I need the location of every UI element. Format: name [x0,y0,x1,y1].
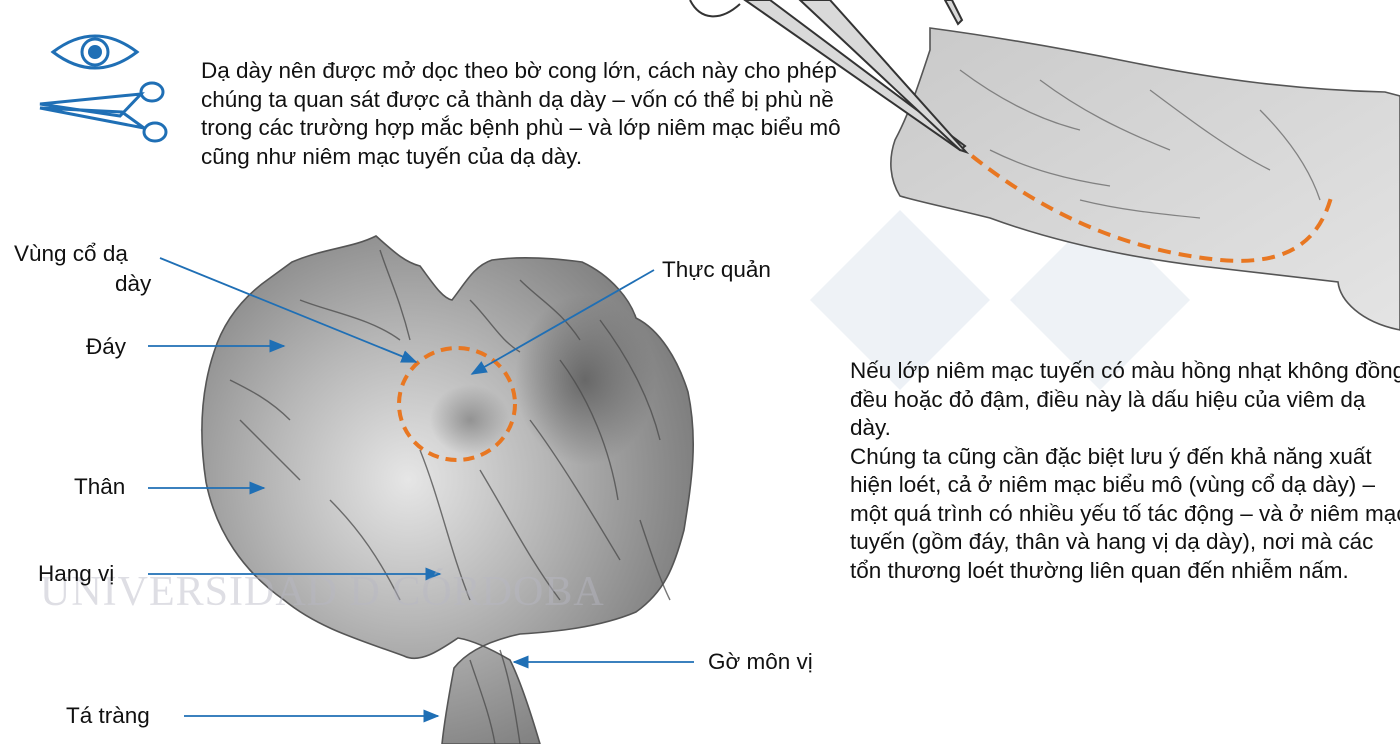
side-paragraph-2: Chúng ta cũng cần đặc biệt lưu ý đến khả… [850,443,1400,583]
cut-dashed-line [970,154,1334,263]
arrow-thuc-quan [470,269,655,375]
highlight-dashed-circle [397,346,517,462]
label-vung-co-da-day-line2: dày [115,271,152,296]
label-than: Thân [74,474,126,499]
cutting-illustration [689,0,1400,331]
label-ta-trang: Tá tràng [66,703,150,728]
watermark-text: UNIVERSIDAD D CÓRDOBA [40,569,605,615]
intro-paragraph: Dạ dày nên được mở dọc theo bờ cong lớn,… [201,58,841,169]
label-vung-co-da-day-line1: Vùng cổ dạ [14,241,128,266]
eye-icon [50,34,140,70]
opened-stomach-illustration [201,235,694,744]
label-thuc-quan: Thực quản [662,257,771,282]
label-hang-vi: Hang vị [38,561,115,586]
label-go-mon-vi: Gờ môn vị [708,649,813,674]
label-day: Đáy [86,334,127,359]
arrow-vung-co [159,257,418,363]
label-arrows [148,257,694,723]
side-paragraph-1: Nếu lớp niêm mạc tuyến có màu hồng nhạt … [850,358,1400,440]
side-text-block: Nếu lớp niêm mạc tuyến có màu hồng nhạt … [850,357,1400,585]
scissors-icon [39,81,168,143]
